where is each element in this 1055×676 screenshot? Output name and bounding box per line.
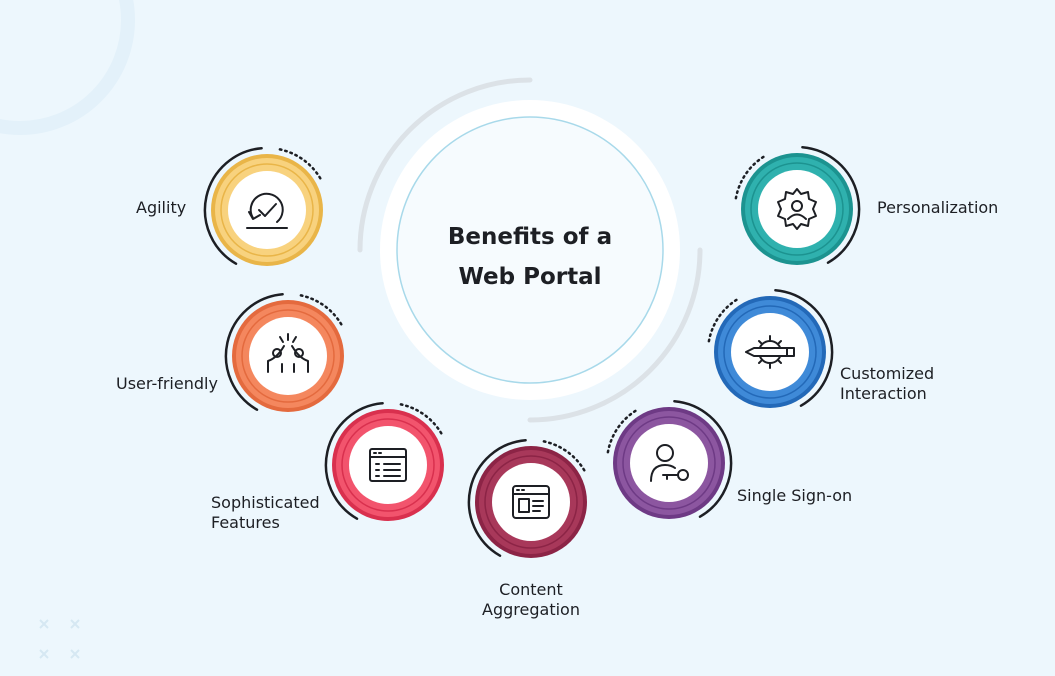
label-agility: Agility: [136, 198, 187, 217]
node-ring-line: [220, 163, 314, 257]
label-customized-interaction-1: Customized: [840, 364, 935, 383]
node-inner-disc: [228, 171, 306, 249]
label-sophisticated-features-1: Sophisticated: [211, 493, 320, 512]
node-ring-line: [341, 418, 435, 512]
label-user-friendly: User-friendly: [116, 374, 218, 393]
node-inner-disc: [492, 463, 570, 541]
node-inner-disc: [758, 170, 836, 248]
benefit-node-6: [707, 288, 834, 408]
node-ring-line: [750, 162, 844, 256]
label-customized-interaction-2: Interaction: [840, 384, 927, 403]
benefit-node-7: [734, 145, 861, 265]
hub-arc-right: [527, 247, 703, 423]
gear-pencil-icon: [745, 335, 795, 369]
node-dotted-arc: [707, 297, 741, 343]
node-ring-line: [622, 416, 716, 510]
node-inner-disc: [249, 317, 327, 395]
high-five-icon: [267, 333, 309, 373]
hub-title-line-2: Web Portal: [458, 264, 602, 290]
node-dotted-arc: [542, 440, 586, 473]
node-outer-arc: [467, 438, 527, 557]
node-outer-arc: [224, 292, 284, 411]
content-browser-icon: [512, 485, 550, 519]
node-dotted-arc: [606, 408, 640, 454]
hub-inner-circle: [396, 116, 664, 384]
node-dotted-arc: [399, 403, 443, 436]
hub-arc-left: [357, 77, 533, 253]
benefit-node-5: [606, 399, 733, 519]
benefit-node-2: [224, 292, 344, 412]
label-content-aggregation-2: Aggregation: [482, 600, 580, 619]
node-outer-arc: [774, 288, 834, 407]
gear-user-icon: [777, 188, 817, 230]
node-outer-arc: [203, 146, 263, 265]
node-dotted-arc: [734, 154, 768, 200]
cross-marks-decoration: [39, 619, 80, 659]
node-ring-line: [484, 455, 578, 549]
node-outer-arc: [801, 145, 861, 264]
label-single-sign-on: Single Sign-on: [737, 486, 853, 505]
agility-cycle-icon: [246, 192, 288, 229]
benefit-node-1: [203, 146, 323, 266]
central-hub: [357, 77, 703, 423]
label-personalization: Personalization: [877, 198, 999, 217]
label-content-aggregation-1: Content: [499, 580, 563, 599]
node-ring-line: [723, 305, 817, 399]
node-outer-arc: [673, 399, 733, 518]
node-outer-arc: [324, 401, 384, 520]
node-dotted-arc: [299, 294, 343, 327]
node-ring-line: [241, 309, 335, 403]
feature-list-icon: [369, 448, 407, 482]
hub-title-line-1: Benefits of a: [447, 224, 613, 250]
label-sophisticated-features-2: Features: [211, 513, 280, 532]
benefit-node-3: [324, 401, 444, 521]
node-inner-disc: [630, 424, 708, 502]
corner-ring-decoration: [0, 0, 135, 135]
benefit-node-4: [467, 438, 587, 558]
user-key-icon: [650, 444, 689, 482]
node-dotted-arc: [278, 148, 322, 181]
